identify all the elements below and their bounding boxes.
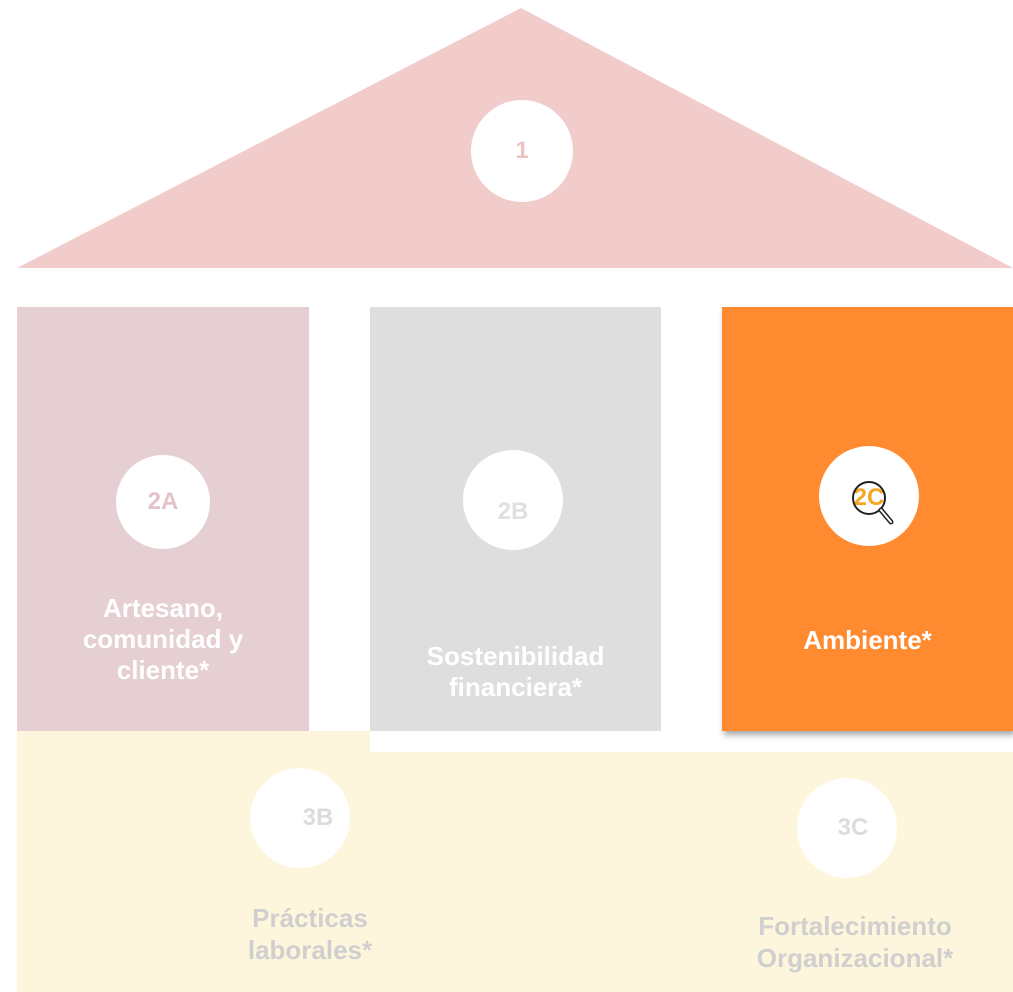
foundation-3b-label-line: Prácticas	[252, 903, 368, 933]
pillar-2b-label-line: Sostenibilidad	[426, 641, 605, 671]
roof-number-circle: 1	[471, 100, 573, 202]
foundation-3c-number-circle: 3C	[797, 778, 897, 878]
magnifier-icon	[852, 481, 894, 525]
pillar-2a-label: Artesano, comunidad y cliente*	[17, 593, 309, 686]
pillar-2a-number-circle: 2A	[116, 455, 210, 549]
foundation-3c-number: 3C	[837, 814, 869, 841]
pillar-2a[interactable]: 2A Artesano, comunidad y cliente*	[17, 307, 309, 731]
foundation-3b-number-circle: 3B	[250, 768, 350, 868]
pillar-2c-number: 2C	[853, 484, 885, 511]
foundation-3c-label-line: Fortalecimiento	[758, 911, 952, 941]
pillar-2c-label: Ambiente*	[722, 625, 1013, 656]
pillar-2c[interactable]: 2C Ambiente*	[722, 307, 1013, 731]
roof-number: 1	[515, 137, 529, 164]
pillar-2b-label: Sostenibilidad financiera*	[370, 641, 661, 703]
pillar-2a-label-line: comunidad y	[82, 624, 244, 654]
pillar-2b-number: 2B	[497, 498, 529, 525]
pillar-2c-label-line: Ambiente*	[803, 625, 932, 655]
pillar-2b-label-line: financiera*	[449, 672, 582, 702]
foundation-3b-label: Prácticas laborales*	[160, 902, 460, 966]
pillar-2c-number-circle: 2C	[819, 446, 919, 546]
pillar-2a-label-line: Artesano,	[103, 593, 223, 623]
foundation-3c-label-line: Organizacional*	[756, 943, 954, 973]
foundation-3c-label: Fortalecimiento Organizacional*	[700, 910, 1010, 974]
pillar-2b[interactable]: 2B Sostenibilidad financiera*	[370, 307, 661, 731]
pillar-2b-number-circle: 2B	[463, 450, 563, 550]
pillar-2a-number: 2A	[147, 488, 179, 515]
pillar-2a-label-line: cliente*	[116, 655, 210, 685]
foundation-3b-label-line: laborales*	[247, 935, 373, 965]
foundation-3b-number: 3B	[302, 804, 334, 831]
